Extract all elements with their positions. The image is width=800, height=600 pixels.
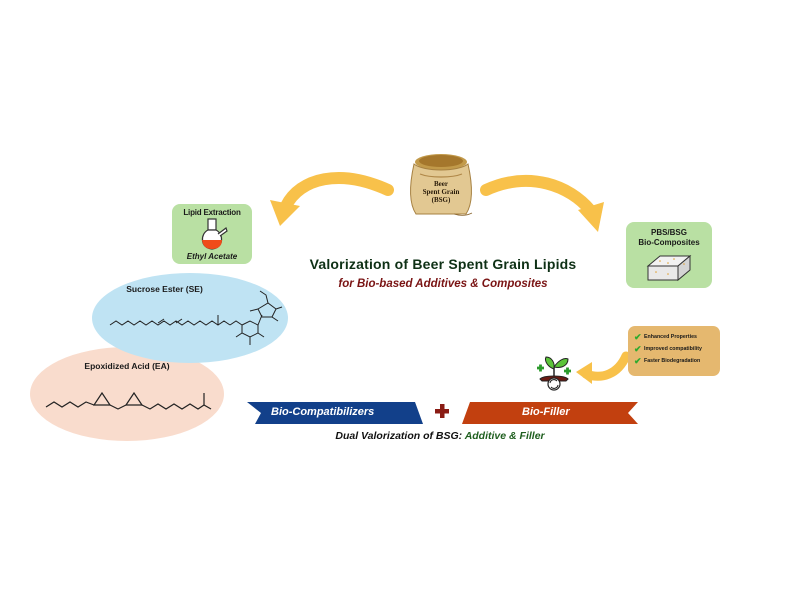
benefit-label: Improved compatibility [644,346,702,352]
bsg-label-line-1: Beer [434,180,448,188]
subtitle: for Bio-based Additives & Composites [338,278,548,290]
arrow-to-composites [480,174,604,232]
sucrose-ester-structure [109,290,283,345]
caption-highlight: Additive & Filler [464,430,545,442]
arrow-to-lipid-extraction [270,172,394,226]
benefit-label: Faster Biodegradation [644,358,701,364]
check-icon: ✔ [634,331,642,342]
composite-title-line-2: Bio-Composites [638,238,700,247]
benefit-item: ✔ Improved compatibility [634,343,720,355]
bio-composites-box: PBS/BSG Bio-Composites [626,222,712,288]
main-title: Valorization of Beer Spent Grain Lipids [309,256,577,272]
benefit-item: ✔ Enhanced Properties [634,331,720,343]
lipid-extraction-box: Lipid Extraction Ethyl Acetate [172,204,252,264]
banner-right-shape [462,402,638,424]
check-icon: ✔ [634,343,642,354]
composite-title-line-1: PBS/BSG [650,228,687,237]
bio-compatibilizers-banner: Bio-Compatibilizers [247,402,423,424]
solvent-label: Ethyl Acetate [186,252,238,261]
round-bottom-flask-icon [201,218,228,250]
lipid-extraction-title: Lipid Extraction [183,208,241,217]
bsg-label-line-3: (BSG) [431,196,451,204]
bsg-label-line-2: Spent Grain [422,188,460,196]
bio-compatibilizers-label: Bio-Compatibilizers [271,406,375,418]
benefit-item: ✔ Faster Biodegradation [634,355,720,367]
dual-valorization-caption: Dual Valorization of BSG: Additive & Fil… [240,430,640,442]
epoxidized-acid-structure [45,391,212,410]
benefit-label: Enhanced Properties [644,334,697,340]
sucrose-ester-ellipse: Sucrose Ester (SE) [92,273,288,363]
banner-left-shape [247,402,423,424]
epoxidized-acid-label: Epoxidized Acid (EA) [84,361,170,371]
sprout-recycle-icon [537,356,571,391]
bio-filler-label: Bio-Filler [522,406,570,418]
arrow-benefits-to-bio [576,351,631,384]
plus-icon [435,404,449,418]
caption-prefix: Dual Valorization of BSG: [335,430,465,442]
bio-filler-banner: Bio-Filler [462,402,638,424]
composite-block-icon [646,254,692,282]
check-icon: ✔ [634,355,642,366]
grain-sack-icon [410,154,473,216]
bsg-sack: Beer Spent Grain (BSG) [400,152,482,218]
benefits-box: ✔ Enhanced Properties ✔ Improved compati… [628,326,720,376]
sucrose-ester-label: Sucrose Ester (SE) [126,284,203,294]
